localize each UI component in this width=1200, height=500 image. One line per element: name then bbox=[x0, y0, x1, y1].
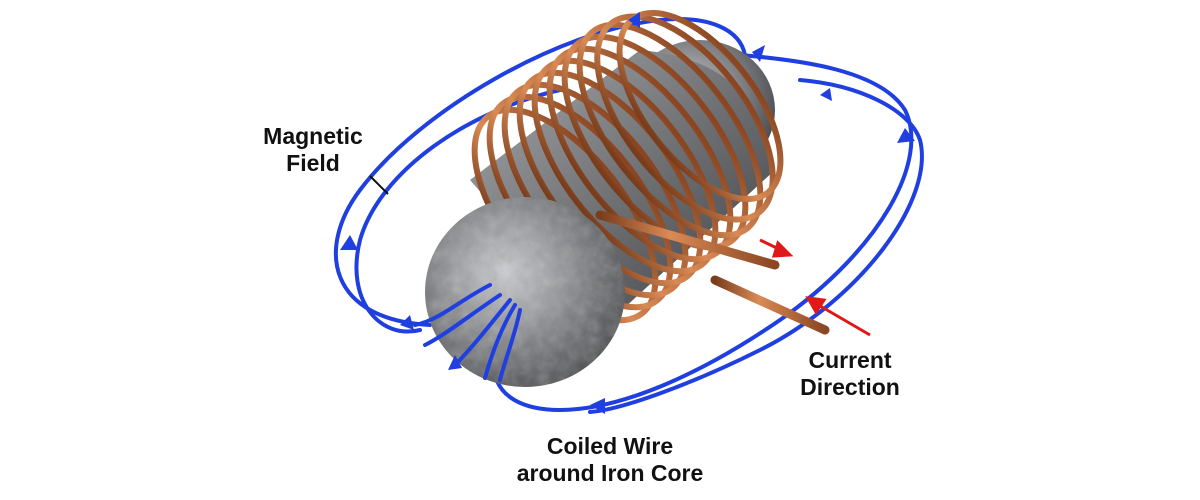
arrowhead-icon bbox=[752, 45, 765, 62]
arrowhead-icon bbox=[628, 12, 640, 28]
field-lines-front bbox=[413, 283, 522, 382]
wire-lead-lower bbox=[710, 275, 830, 335]
magnetic-field-label-line1: Magnetic bbox=[263, 123, 363, 149]
copper-coil bbox=[471, 9, 784, 324]
arrowhead-icon bbox=[590, 398, 605, 414]
wire-lead-upper bbox=[595, 210, 780, 270]
current-direction-label-line2: Direction bbox=[800, 374, 900, 400]
magnetic-field-label: Magnetic Field bbox=[248, 123, 378, 177]
magnetic-field-leader bbox=[369, 175, 389, 195]
field-arrowheads bbox=[340, 12, 915, 414]
arrowhead-icon bbox=[897, 128, 915, 143]
magnetic-field-label-line2: Field bbox=[286, 150, 340, 176]
field-loop-top bbox=[493, 53, 914, 413]
wire-leads bbox=[595, 210, 830, 335]
current-direction-label-line1: Current bbox=[808, 347, 892, 373]
field-loop-right bbox=[588, 78, 924, 414]
arrowhead-icon bbox=[340, 235, 358, 250]
arrowhead-icon bbox=[400, 315, 414, 330]
magnetic-field-lines bbox=[334, 17, 924, 414]
arrowhead-icon bbox=[448, 355, 462, 370]
red-arrow-icon bbox=[814, 301, 871, 337]
field-loop-outer bbox=[334, 17, 747, 327]
coiled-wire-label-line1: Coiled Wire bbox=[546, 433, 674, 459]
current-direction-label: Current Direction bbox=[780, 347, 920, 401]
coiled-wire-label-line2: around Iron Core bbox=[516, 460, 704, 486]
coiled-wire-label: Coiled Wire around Iron Core bbox=[505, 433, 715, 487]
iron-core-front bbox=[425, 197, 625, 387]
arrowhead-icon bbox=[820, 88, 832, 101]
current-arrows bbox=[759, 238, 871, 337]
